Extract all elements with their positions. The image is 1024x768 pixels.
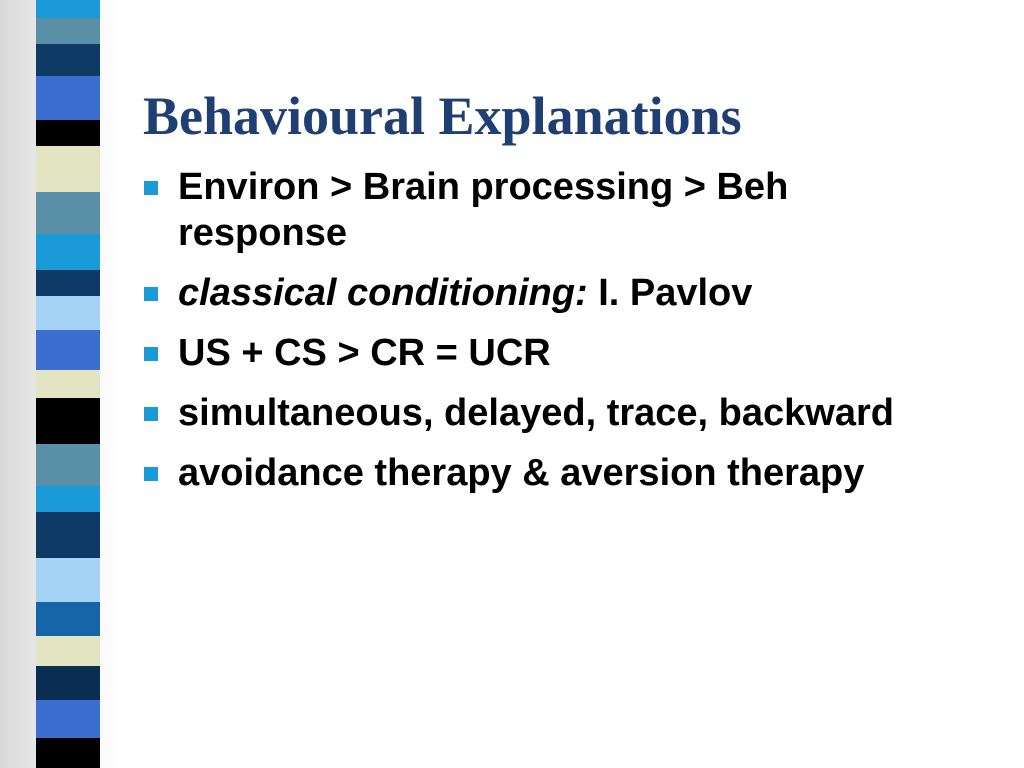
square-bullet-icon	[144, 467, 158, 481]
strip-block	[36, 146, 100, 192]
square-bullet-icon	[144, 287, 158, 301]
strip-block	[36, 558, 100, 602]
strip-block	[36, 120, 100, 146]
square-bullet-icon	[144, 347, 158, 361]
strip-block	[36, 512, 100, 558]
bullet-text-italic: classical conditioning:	[178, 272, 588, 314]
bullet-item: Environ > Brain processing > Beh respons…	[140, 164, 940, 256]
bullet-text: I. Pavlov	[587, 272, 753, 314]
bullet-text: US + CS > CR = UCR	[178, 332, 551, 374]
strip-block	[36, 0, 100, 18]
strip-block	[36, 76, 100, 120]
strip-block	[36, 398, 100, 444]
strip-block	[36, 738, 100, 768]
strip-block	[36, 192, 100, 234]
bullet-item: avoidance therapy & aversion therapy	[140, 450, 940, 496]
strip-block	[36, 234, 100, 270]
bullet-text: simultaneous, delayed, trace, backward	[178, 392, 894, 434]
strip-block	[36, 700, 100, 738]
strip-block	[36, 44, 100, 76]
bullet-item: simultaneous, delayed, trace, backward	[140, 390, 940, 436]
bullet-text: Environ > Brain processing > Beh respons…	[178, 166, 789, 254]
slide-title: Behavioural Explanations	[143, 86, 742, 146]
bullet-item: classical conditioning: I. Pavlov	[140, 270, 940, 316]
strip-block	[36, 636, 100, 666]
bullet-text: avoidance therapy & aversion therapy	[178, 452, 865, 494]
decorative-strip	[36, 0, 100, 768]
bullet-item: US + CS > CR = UCR	[140, 330, 940, 376]
strip-block	[36, 602, 100, 636]
square-bullet-icon	[144, 407, 158, 421]
strip-block	[36, 270, 100, 296]
bullet-list: Environ > Brain processing > Beh respons…	[140, 164, 940, 510]
strip-block	[36, 18, 100, 44]
strip-block	[36, 666, 100, 700]
strip-block	[36, 330, 100, 370]
strip-block	[36, 296, 100, 330]
strip-block	[36, 370, 100, 398]
strip-block	[36, 444, 100, 486]
strip-block	[36, 486, 100, 512]
square-bullet-icon	[144, 181, 158, 195]
